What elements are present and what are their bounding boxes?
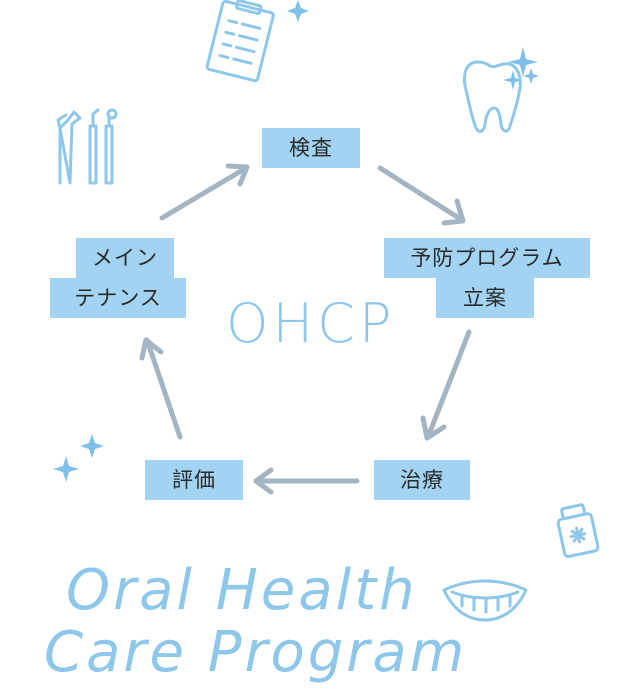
- arrow-evaluation-to-maintenance: [139, 337, 183, 440]
- sparkle-icon: [53, 0, 539, 482]
- step-plan-label-1: 予防プログラム: [410, 246, 564, 270]
- step-plan-line1: 予防プログラム: [384, 238, 590, 278]
- dental-tools-icon: [56, 108, 118, 185]
- center-label: OHCP: [226, 292, 396, 355]
- step-maintenance-label-1: メイン: [92, 246, 158, 270]
- step-evaluation: 評価: [145, 460, 243, 500]
- step-plan-label-2: 立案: [463, 286, 507, 310]
- arrow-maintenance-to-exam: [159, 163, 250, 221]
- arrow-exam-to-plan: [377, 165, 466, 226]
- step-treatment-label: 治療: [400, 468, 444, 492]
- step-exam: 検査: [262, 128, 360, 168]
- step-maintenance-line1: メイン: [76, 238, 174, 278]
- smile-icon: [442, 579, 528, 622]
- title-line-2: Care Program: [44, 620, 468, 685]
- step-maintenance-label-2: テナンス: [74, 286, 162, 310]
- tooth-icon: [463, 60, 522, 133]
- arrow-treatment-to-evaluation: [253, 467, 360, 495]
- step-evaluation-label: 評価: [172, 468, 216, 492]
- mouthwash-icon: [556, 503, 600, 558]
- step-exam-label: 検査: [289, 136, 333, 160]
- step-treatment: 治療: [374, 460, 470, 500]
- step-maintenance-line2: テナンス: [50, 278, 186, 318]
- title-line-1: Oral Health: [66, 558, 418, 623]
- arrow-plan-to-treatment: [420, 329, 472, 441]
- clipboard-icon: [205, 0, 275, 83]
- step-plan-line2: 立案: [436, 278, 534, 318]
